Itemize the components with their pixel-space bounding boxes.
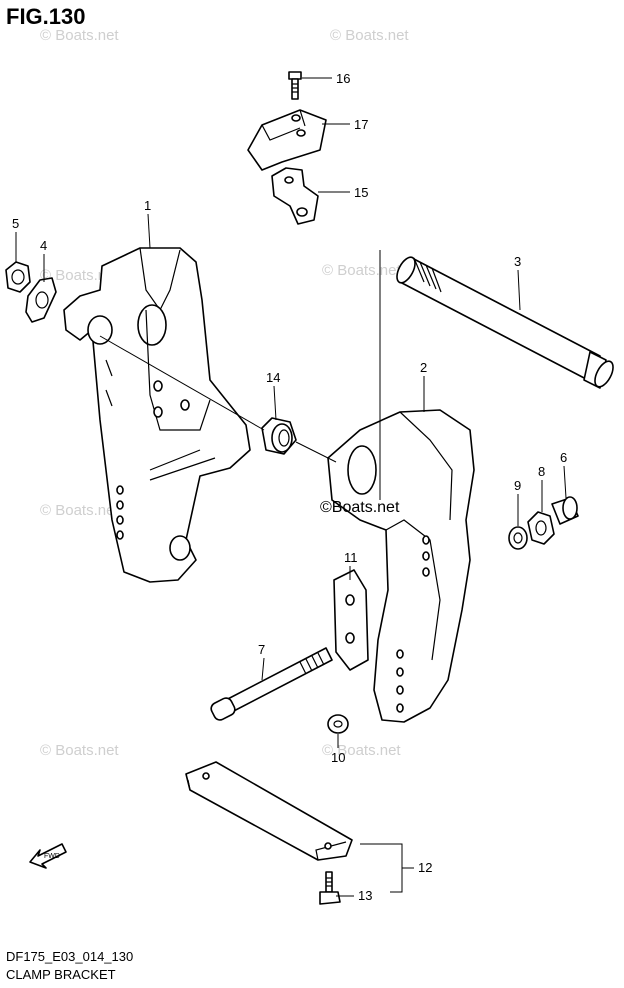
part-1-left-clamp-bracket [63,247,251,583]
callout-9: 9 [514,478,521,493]
callout-2: 2 [420,360,427,375]
part-7-long-bolt [210,647,333,721]
callout-16: 16 [336,71,350,86]
fwd-label: FWD [44,853,60,860]
leader-lines [15,77,567,897]
callout-13: 13 [358,888,372,903]
center-watermark: ©Boats.net [320,499,400,516]
part-13-bolt [319,871,341,905]
callout-10: 10 [331,750,345,765]
callout-11: 11 [344,550,358,565]
part-16-bolt [288,71,302,100]
part-6-collar [551,496,579,525]
part-3-tilt-tube [396,256,614,389]
figure-name: CLAMP BRACKET [6,967,116,982]
part-8-nut [527,511,555,545]
callout-14: 14 [266,370,280,385]
part-10-washer [327,714,349,734]
callout-7: 7 [258,642,265,657]
part-14-bushing [261,417,297,455]
watermark: © Boats.net [40,267,119,284]
callout-8: 8 [538,464,545,479]
part-12-bottom-plate [185,761,353,861]
callout-1: 1 [144,198,151,213]
callout-4: 4 [40,238,47,253]
part-15-plate [271,167,319,225]
watermark: © Boats.net [40,502,119,519]
model-code: DF175_E03_014_130 [6,949,134,964]
figure-title: FIG.130 [6,4,86,29]
part-11-plate [333,569,369,671]
part-4-washer [25,277,57,323]
part-2-right-clamp-bracket [327,409,475,723]
callout-5: 5 [12,216,19,231]
part-9-washer [508,526,528,550]
fwd-arrow: FWD [29,843,67,869]
callout-3: 3 [514,254,521,269]
part-17-cover [247,109,327,171]
callout-17: 17 [354,117,368,132]
callout-12: 12 [418,860,432,875]
watermark: © Boats.net [322,742,401,759]
watermark: © Boats.net [40,27,119,44]
watermark: © Boats.net [330,27,409,44]
part-5-nut [5,261,31,293]
watermark: © Boats.net [322,262,401,279]
callout-15: 15 [354,185,368,200]
callout-6: 6 [560,450,567,465]
watermarks: © Boats.net © Boats.net © Boats.net © Bo… [40,27,409,759]
callouts: 1 2 3 4 5 6 7 8 9 10 11 12 13 14 15 16 1… [12,71,567,903]
watermark: © Boats.net [40,742,119,759]
